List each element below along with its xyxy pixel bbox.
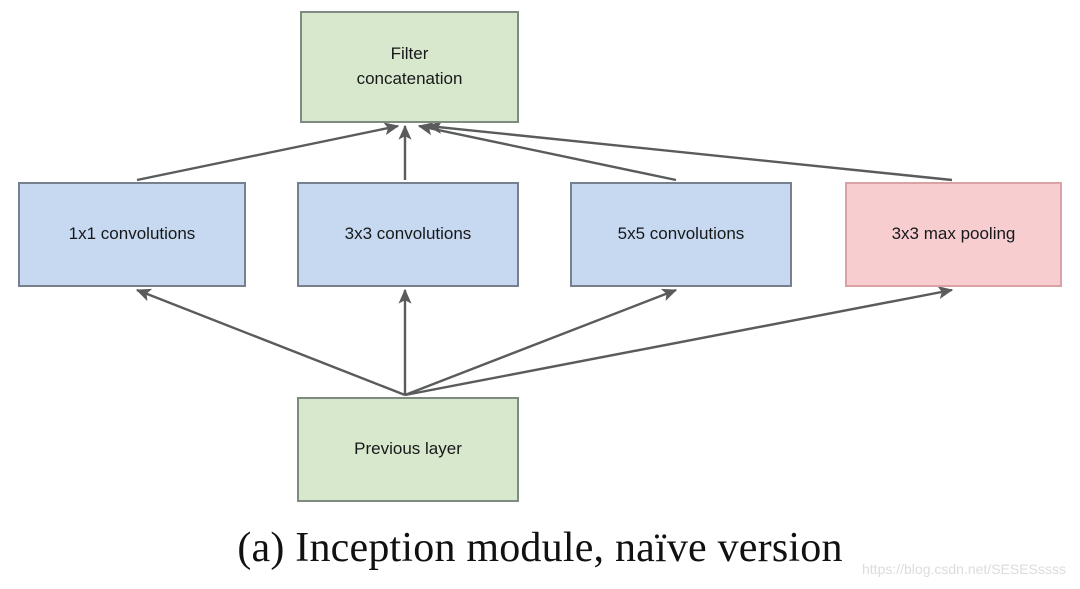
edge-previous-to-maxpool [404, 286, 954, 397]
edge-previous-to-conv5x5 [404, 288, 678, 397]
node-conv-5x5-label: 5x5 convolutions [617, 224, 745, 244]
node-filter-concatenation-label: Filter concatenation [357, 42, 463, 91]
figure-caption: (a) Inception module, naïve version [237, 525, 843, 571]
node-filter-concatenation-line2: concatenation [356, 69, 463, 88]
node-previous-layer[interactable]: Previous layer [297, 397, 519, 502]
edge-conv1x1-to-concat [136, 122, 400, 182]
node-previous-layer-label: Previous layer [354, 439, 462, 459]
node-conv-1x1-label: 1x1 convolutions [68, 224, 196, 244]
node-conv-1x1[interactable]: 1x1 convolutions [18, 182, 246, 287]
node-maxpool-3x3[interactable]: 3x3 max pooling [845, 182, 1062, 287]
node-conv-3x3[interactable]: 3x3 convolutions [297, 182, 519, 287]
edge-previous-to-conv1x1 [135, 288, 406, 397]
node-filter-concatenation-line1: Filter [390, 44, 429, 64]
edge-maxpool-to-concat [426, 120, 953, 182]
node-maxpool-3x3-label: 3x3 max pooling [891, 224, 1016, 244]
edge-conv5x5-to-concat [417, 122, 677, 182]
watermark: https://blog.csdn.net/SESESssss [862, 561, 1066, 577]
node-conv-3x3-label: 3x3 convolutions [344, 224, 472, 244]
node-filter-concatenation[interactable]: Filter concatenation [300, 11, 519, 123]
node-conv-5x5[interactable]: 5x5 convolutions [570, 182, 792, 287]
